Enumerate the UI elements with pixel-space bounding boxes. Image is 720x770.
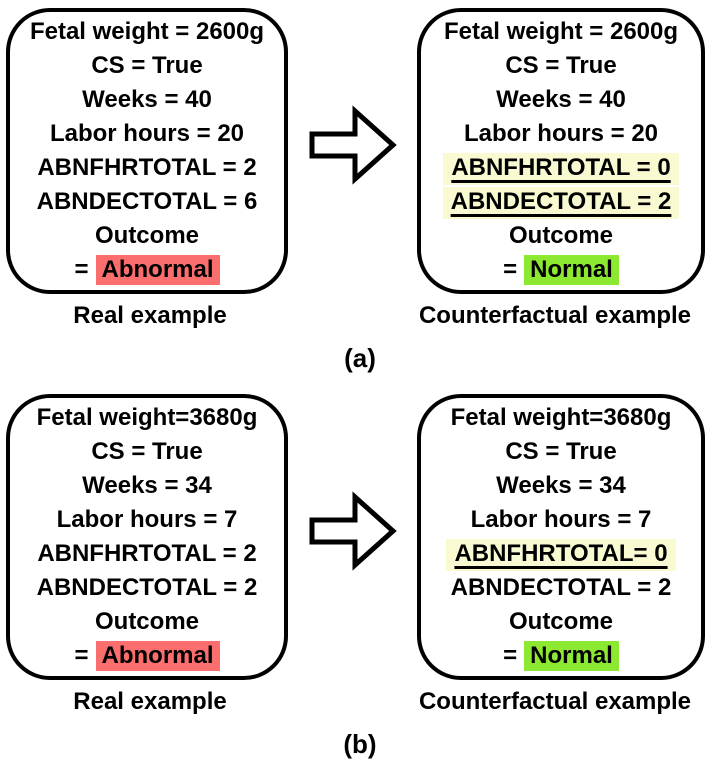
labels-spacer xyxy=(294,303,390,329)
panel-b-counterfactual-example-box: Fetal weight=3680g CS = True Weeks = 34 … xyxy=(417,394,705,680)
outcome-equals-sign: = xyxy=(74,256,89,283)
feature-line-weeks: Weeks = 40 xyxy=(82,86,212,113)
feature-line-labor-hours: Labor hours = 7 xyxy=(470,506,652,533)
feature-line-fetal-weight: Fetal weight = 2600g xyxy=(443,18,679,45)
outcome-heading: Outcome xyxy=(94,222,199,249)
outcome-value-abnormal: Abnormal xyxy=(95,255,220,285)
counterfactual-example-label: Counterfactual example xyxy=(418,688,692,715)
panel-a: Fetal weight = 2600g CS = True Weeks = 4… xyxy=(0,0,720,372)
outcome-value-normal: Normal xyxy=(524,255,619,285)
outcome-line: =Abnormal xyxy=(12,253,282,287)
labels-spacer xyxy=(294,689,390,715)
feature-line-abndectotal: ABNDECTOTAL = 6 xyxy=(36,188,258,215)
panel-b-letter: (b) xyxy=(343,729,377,759)
panel-b-labels-row: Real example Counterfactual example xyxy=(0,689,720,715)
feature-line-cs: CS = True xyxy=(505,438,617,465)
outcome-value-abnormal: Abnormal xyxy=(95,641,220,671)
panel-b-real-example-box: Fetal weight=3680g CS = True Weeks = 34 … xyxy=(6,394,288,680)
feature-line-abnfhrtotal: ABNFHRTOTAL = 2 xyxy=(37,154,257,181)
arrow-right-icon xyxy=(309,491,397,571)
real-example-label: Real example xyxy=(73,302,227,329)
arrow-right-icon xyxy=(309,105,397,185)
panel-b: Fetal weight=3680g CS = True Weeks = 34 … xyxy=(0,372,720,758)
panel-a-real-example-box: Fetal weight = 2600g CS = True Weeks = 4… xyxy=(6,8,288,294)
panel-a-arrow-cell xyxy=(288,104,417,186)
outcome-heading: Outcome xyxy=(508,222,613,249)
outcome-equals-sign: = xyxy=(503,256,518,283)
outcome-value-normal: Normal xyxy=(524,641,619,671)
feature-line-labor-hours: Labor hours = 20 xyxy=(49,120,245,147)
panel-a-counterfactual-example-box: Fetal weight = 2600g CS = True Weeks = 4… xyxy=(417,8,705,294)
feature-line-fetal-weight: Fetal weight=3680g xyxy=(36,404,258,431)
feature-line-fetal-weight: Fetal weight=3680g xyxy=(450,404,672,431)
changed-feature-line-abnfhrtotal: ABNFHRTOTAL = 0 xyxy=(423,151,699,185)
feature-line-weeks: Weeks = 34 xyxy=(496,472,626,499)
changed-value-highlight: ABNFHRTOTAL = 0 xyxy=(443,153,679,185)
outcome-equals-sign: = xyxy=(503,642,518,669)
panel-a-letter: (a) xyxy=(344,343,376,373)
panel-a-labels-row: Real example Counterfactual example xyxy=(0,303,720,329)
feature-line-cs: CS = True xyxy=(505,52,617,79)
outcome-equals-sign: = xyxy=(74,642,89,669)
feature-line-cs: CS = True xyxy=(91,438,203,465)
feature-line-abnfhrtotal: ABNFHRTOTAL = 2 xyxy=(37,540,257,567)
changed-feature-line-abndectotal: ABNDECTOTAL = 2 xyxy=(423,185,699,219)
feature-line-labor-hours: Labor hours = 7 xyxy=(56,506,238,533)
feature-line-labor-hours: Labor hours = 20 xyxy=(463,120,659,147)
panel-b-arrow-cell xyxy=(288,490,417,572)
changed-value-highlight: ABNFHRTOTAL= 0 xyxy=(446,539,676,571)
feature-line-abndectotal: ABNDECTOTAL = 2 xyxy=(36,574,258,601)
panel-a-boxes-row: Fetal weight = 2600g CS = True Weeks = 4… xyxy=(0,8,720,294)
outcome-line: =Normal xyxy=(423,639,699,673)
changed-feature-line-abnfhrtotal: ABNFHRTOTAL= 0 xyxy=(423,537,699,571)
counterfactual-example-label: Counterfactual example xyxy=(418,302,692,329)
outcome-line: =Normal xyxy=(423,253,699,287)
feature-line-abndectotal: ABNDECTOTAL = 2 xyxy=(450,574,672,601)
outcome-line: =Abnormal xyxy=(12,639,282,673)
feature-line-weeks: Weeks = 40 xyxy=(496,86,626,113)
feature-line-cs: CS = True xyxy=(91,52,203,79)
real-example-label: Real example xyxy=(73,688,227,715)
feature-line-weeks: Weeks = 34 xyxy=(82,472,212,499)
changed-value-highlight: ABNDECTOTAL = 2 xyxy=(442,187,680,219)
outcome-heading: Outcome xyxy=(94,608,199,635)
outcome-heading: Outcome xyxy=(508,608,613,635)
panel-b-boxes-row: Fetal weight=3680g CS = True Weeks = 34 … xyxy=(0,394,720,680)
feature-line-fetal-weight: Fetal weight = 2600g xyxy=(29,18,265,45)
